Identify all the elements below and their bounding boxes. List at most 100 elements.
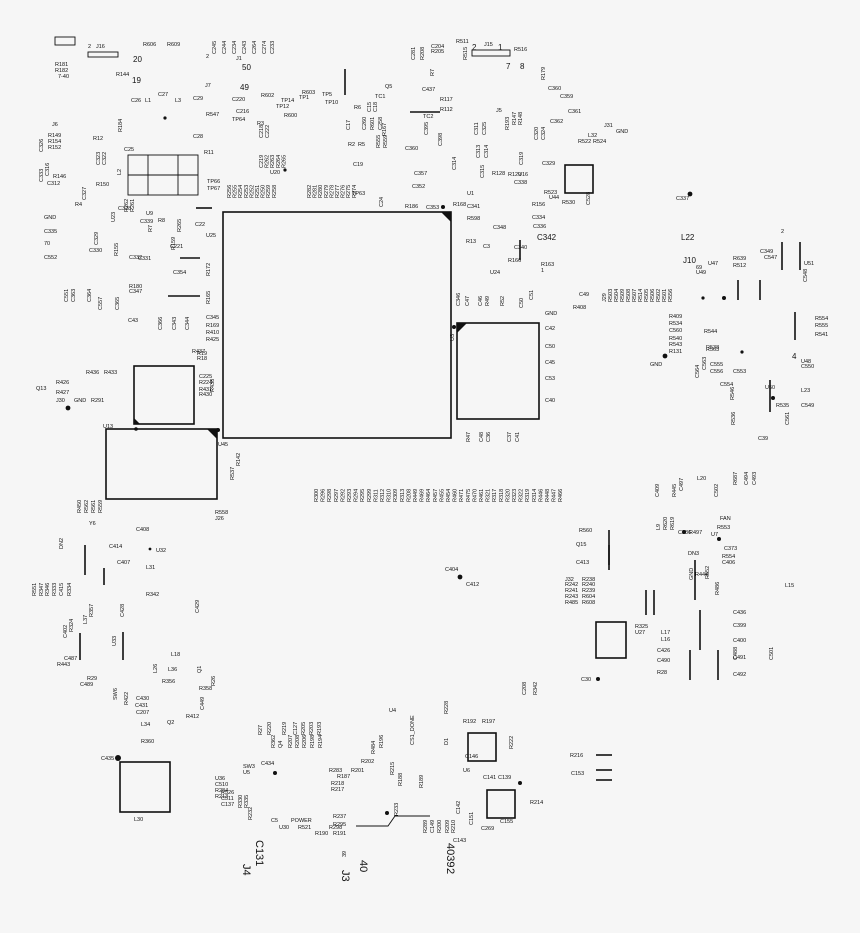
silkscreen-label: TC1 — [375, 94, 385, 100]
silkscreen-label: R12 — [93, 136, 103, 142]
silkscreen-label: L18 — [171, 652, 180, 658]
silkscreen-label: J7 — [205, 83, 211, 89]
silkscreen-label: C220 — [232, 97, 245, 103]
via-icon — [771, 396, 775, 400]
silkscreen-label: SW3 — [243, 764, 255, 770]
silkscreen-label: C528 — [586, 192, 592, 205]
silkscreen-label: U51 — [804, 261, 814, 267]
silkscreen-label: R156 — [532, 202, 545, 208]
silkscreen-label: R52 — [500, 296, 506, 306]
silkscreen-label: R563 — [706, 347, 719, 353]
silkscreen-label: TP14 — [281, 98, 294, 104]
silkscreen-label: U45 — [218, 442, 228, 448]
silkscreen-label: C41 — [515, 432, 521, 442]
silkscreen-label: R218 — [331, 781, 344, 787]
silkscreen-label: C501 — [769, 647, 775, 660]
silkscreen-label: R208 — [420, 47, 426, 60]
stacked-ref-label: R253 — [244, 185, 250, 198]
silkscreen-label: R194 — [318, 735, 324, 748]
gnd-via-icon — [662, 353, 668, 359]
stacked-ref-label: R299 — [367, 489, 373, 502]
silkscreen-label: R19 — [197, 351, 207, 357]
silkscreen-label: C49 — [579, 292, 589, 298]
silkscreen-label: R325 — [635, 624, 648, 630]
stacked-ref-label: R466 — [558, 489, 564, 502]
via-icon — [148, 547, 152, 551]
silkscreen-label: C352 — [412, 184, 425, 190]
silkscreen-label: C365 — [115, 297, 121, 310]
silkscreen-label: R210 — [451, 820, 457, 833]
silkscreen-label: C412 — [466, 582, 479, 588]
u27-outline — [595, 621, 627, 659]
via-icon — [452, 325, 456, 329]
silkscreen-label: R540 — [669, 336, 682, 342]
silkscreen-label: R203 — [309, 722, 315, 735]
silkscreen-label: R445 — [672, 484, 678, 497]
silkscreen-label: R128 — [492, 171, 505, 177]
stacked-ref-label: R323 — [512, 489, 518, 502]
silkscreen-label: R181 — [55, 62, 68, 68]
silkscreen-label: J31 — [604, 123, 613, 129]
silkscreen-label: R342 — [146, 592, 159, 598]
silkscreen-label: R600 — [284, 113, 297, 119]
silkscreen-label: C50 — [545, 344, 555, 350]
silkscreen-label: C204 — [431, 44, 444, 50]
silkscreen-label: C51 — [529, 290, 535, 300]
silkscreen-label: TP5 — [322, 92, 332, 98]
silkscreen-label: Q13 — [36, 386, 46, 392]
silkscreen-label: C143 — [453, 838, 466, 844]
silkscreen-label: C435 — [101, 756, 114, 762]
silkscreen-label: C332 — [129, 255, 142, 261]
silkscreen-label: C40 — [545, 398, 555, 404]
silkscreen-label: J15 — [484, 42, 493, 48]
silkscreen-label: C151 — [469, 812, 475, 825]
silkscreen-label: R484 — [371, 741, 377, 754]
silkscreen-label: R148 — [518, 112, 524, 125]
silkscreen-label: R555 — [815, 323, 828, 329]
silkscreen-label: C260 — [362, 117, 368, 130]
stacked-ref-label: R208 — [406, 489, 412, 502]
silkscreen-label: C489 — [80, 682, 93, 688]
silkscreen-label: C48 — [479, 432, 485, 442]
silkscreen-label: R497 — [689, 530, 702, 536]
silkscreen-label: R554 — [815, 316, 828, 322]
stacked-ref-label: R313 — [400, 489, 406, 502]
stacked-ref-label: R279 — [324, 185, 330, 198]
silkscreen-label: R430 — [199, 392, 212, 398]
silkscreen-label: R346 — [45, 583, 51, 596]
silkscreen-label: R427 — [56, 390, 69, 396]
silkscreen-label: R436 — [86, 370, 99, 376]
silkscreen-label: C50 — [519, 298, 525, 308]
silkscreen-label: U1 — [467, 191, 474, 197]
silkscreen-label: U30 — [279, 825, 289, 831]
silkscreen-label: R18 — [197, 356, 207, 362]
silkscreen-label: C366 — [158, 317, 164, 330]
silkscreen-label: R150 — [96, 182, 109, 188]
silkscreen-label: R444 — [695, 572, 708, 578]
silkscreen-label: R265 — [177, 219, 183, 232]
silkscreen-label: C336 — [533, 224, 546, 230]
silkscreen-label: R192 — [463, 719, 476, 725]
silkscreen-label: R11 — [204, 150, 214, 156]
silkscreen-label: C328 — [118, 206, 131, 212]
silkscreen-label: C557 — [98, 297, 104, 310]
silkscreen-label: C207 — [136, 710, 149, 716]
silkscreen-label: C359 — [560, 94, 573, 100]
silkscreen-label: U4 — [389, 708, 396, 714]
silkscreen-label: R443 — [57, 662, 70, 668]
silkscreen-label: R261 — [130, 199, 136, 212]
silkscreen-label: R182 — [55, 68, 68, 74]
silkscreen-label: R526 — [221, 790, 234, 796]
silkscreen-label: C431 — [135, 703, 148, 709]
silkscreen-label: U3 — [450, 334, 456, 341]
silkscreen-label: 50 — [242, 63, 251, 72]
silkscreen-label: L20 — [697, 476, 706, 482]
silkscreen-label: R47 — [466, 432, 472, 442]
sw3-marker-icon — [115, 755, 121, 761]
silkscreen-label: R609 — [167, 42, 180, 48]
silkscreen-label: R504 — [614, 289, 620, 302]
silkscreen-label: R146 — [53, 174, 66, 180]
silkscreen-label: C398 — [438, 133, 444, 146]
silkscreen-label: 69 — [696, 265, 702, 271]
silkscreen-label: R213 — [215, 794, 228, 800]
